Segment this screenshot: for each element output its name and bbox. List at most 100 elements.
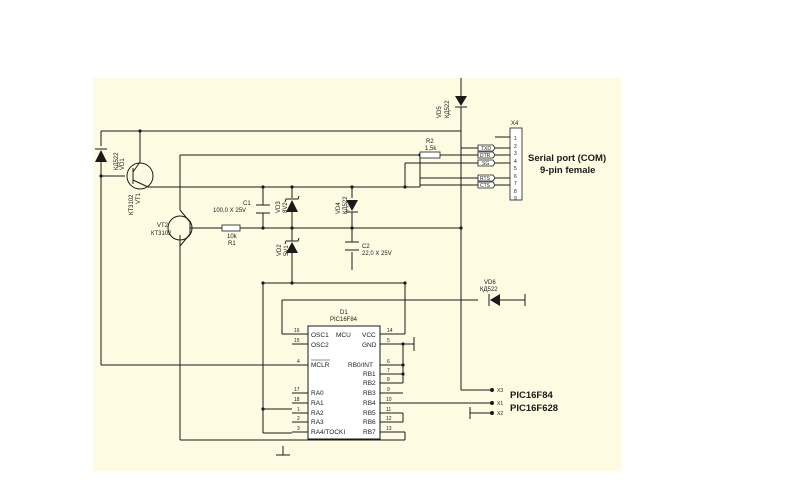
target-part-1: PIC16F84 (510, 390, 553, 401)
signal-dtr: DTR (480, 153, 491, 159)
vd3-ref: VD3 (276, 201, 282, 213)
x4-pin: 4 (514, 159, 517, 165)
pin-number: 14 (387, 328, 393, 334)
pin-name: RA1 (311, 400, 324, 407)
pin-number: 10 (386, 397, 392, 403)
pin-number: 4 (297, 359, 300, 365)
signal-txd: TXD (481, 146, 491, 152)
pin-number: 5 (387, 338, 390, 344)
vd2-ref: VD2 (277, 244, 283, 256)
c2-ref: C2 (362, 244, 370, 250)
vd1-type: КД522 (114, 152, 120, 170)
pin-number: 2 (297, 416, 300, 422)
resistor-r2: R2 1,5k (419, 139, 441, 159)
vd6-ref: VD6 (484, 280, 496, 286)
connector-x3: X3 (497, 388, 503, 394)
vd5-type: КД522 (445, 100, 451, 118)
pin-name: VCC (362, 332, 376, 339)
x4-pin: 3 (514, 151, 517, 157)
c1-value: 100,0 X 25V (213, 208, 246, 214)
signal-sg: SG (482, 161, 489, 167)
signal-rts: RTS (480, 176, 491, 182)
pin-name: RA2 (311, 410, 324, 417)
x4-subtitle: 9-pin female (540, 165, 595, 176)
pin-name: RB0/INT (348, 362, 373, 369)
c2-value: 22,0 X 25V (362, 251, 392, 257)
pin-number: 13 (386, 426, 392, 432)
mcu-right-pins: VCC 14 GND 5 RB0/INT 6 RB1 7 RB2 8 RB3 9… (348, 328, 393, 436)
vd3-type: 8V2 (283, 202, 289, 213)
r1-ref: R1 (228, 241, 236, 247)
diode-vd5: VD5 КД522 (437, 78, 467, 131)
zener-vd3: VD3 8V2 (276, 195, 300, 213)
x4-pin: 7 (514, 181, 517, 187)
connector-x2: X2 (497, 411, 503, 417)
c1-ref: C1 (243, 201, 251, 207)
junctions (99, 129, 463, 411)
mcu-center-label: MCU (336, 332, 351, 339)
pin-name: RA0 (311, 390, 324, 397)
vd4-type: КД522 (343, 196, 349, 214)
pin-name: RA3 (311, 419, 324, 426)
mcu-part: PIC16F84 (330, 317, 358, 323)
pin-name: RA4/TOCKI (311, 429, 345, 436)
r1-value: 10k (227, 234, 238, 240)
vd4-ref: VD4 (336, 202, 342, 214)
vt1-ref: VT1 (136, 192, 142, 204)
target-part-2: PIC16F628 (510, 403, 558, 414)
signal-cts: CTS (480, 183, 491, 189)
pin-number: 1 (297, 407, 300, 413)
pin-name: RB4 (363, 400, 376, 407)
zener-vd2: VD2 5V1 (277, 237, 300, 256)
pin-number: 16 (294, 328, 300, 334)
capacitor-c2: C2 22,0 X 25V (345, 241, 392, 257)
connector-x1: X1 (497, 401, 503, 407)
jumper-connectors: X3 X1 X2 PIC16F84 PIC16F628 (490, 388, 558, 417)
vt2-ref: VT2 (157, 223, 169, 229)
x4-pin: 5 (514, 166, 517, 172)
pin-name: MCLR (311, 362, 330, 369)
pin-number: 18 (294, 397, 300, 403)
pin-number: 9 (387, 387, 390, 393)
mcu-left-pins: 16 OSC1 15 OSC2 4 MCLR 17 RA0 18 RA1 1 R… (294, 328, 345, 436)
pin-name: RB5 (363, 410, 376, 417)
r2-ref: R2 (426, 139, 434, 145)
pin-number: 12 (386, 416, 392, 422)
vd6-type: КД522 (480, 287, 498, 293)
x4-pin: 9 (514, 196, 517, 202)
capacitor-c1: C1 100,0 X 25V (213, 201, 270, 214)
vt2-type: КТ3102 (151, 231, 172, 237)
pin-name: GND (362, 342, 377, 349)
pin-name: RB7 (363, 429, 376, 436)
wires (100, 130, 526, 456)
pin-number: 3 (297, 426, 300, 432)
x4-pin-numbers: 1 2 3 4 5 6 7 8 9 (514, 136, 517, 202)
pin-name: OSC2 (311, 342, 329, 349)
connector-x4: X4 1 2 3 4 5 6 7 8 9 TXD DTR SG RTS CTS … (477, 121, 606, 202)
transistor-vt2: VT2 КТ3102 (151, 209, 193, 247)
transistor-vt1: КТ3102 VT1 (126, 161, 154, 215)
pin-name: RB3 (363, 390, 376, 397)
pin-number: 15 (294, 338, 300, 344)
diode-vd6: VD6 КД522 (480, 280, 500, 306)
pin-number: 8 (387, 377, 390, 383)
r2-value: 1,5k (425, 146, 437, 152)
mcu-ref: D1 (340, 310, 348, 316)
pin-name: RB2 (363, 380, 376, 387)
vt1-type: КТ3102 (129, 194, 135, 215)
pin-name: OSC1 (311, 332, 329, 339)
x4-pin: 8 (514, 189, 517, 195)
x4-pin: 1 (514, 136, 517, 142)
pin-number: 11 (386, 407, 391, 413)
pin-number: 17 (294, 387, 300, 393)
vd2-type: 5V1 (284, 245, 290, 256)
diode-vd4: VD4 КД522 (336, 196, 358, 214)
mcu-d1: D1 PIC16F84 MCU 16 OSC1 15 OSC2 4 MCLR 1… (282, 310, 405, 440)
resistor-r1: 10k R1 (221, 224, 241, 247)
vd5-ref: VD5 (437, 106, 443, 118)
pin-name: RB1 (363, 371, 376, 378)
pin-name: RB6 (363, 419, 376, 426)
pin-number: 6 (387, 359, 390, 365)
x4-title: Serial port (COM) (528, 153, 606, 164)
